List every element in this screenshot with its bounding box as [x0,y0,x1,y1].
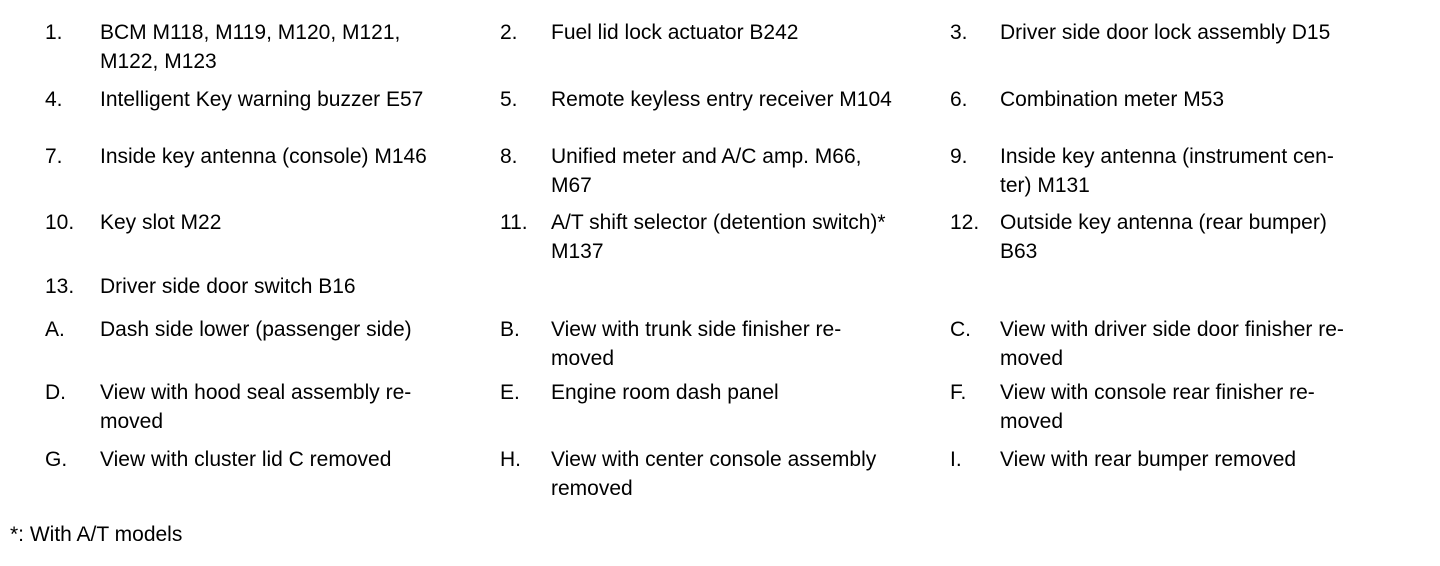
legend-item: 13. Driver side door switch B16 [45,272,500,301]
item-number: I. [950,448,962,471]
item-description: Unified meter and A/C amp. M66, M67 [551,145,862,197]
legend-row: G. View with cluster lid C removed H. Vi… [0,445,1440,503]
item-description: Engine room dash panel [551,381,779,404]
legend-item: I. View with rear bumper removed [950,445,1440,503]
item-description: View with console rear finisher re- move… [1000,381,1315,433]
legend-item: C. View with driver side door finisher r… [950,315,1440,373]
legend-item [950,272,1440,301]
legend-item: 4. Intelligent Key warning buzzer E57 [45,85,500,114]
legend-item: 3. Driver side door lock assembly D15 [950,18,1440,76]
item-description: A/T shift selector (detention switch)* M… [551,211,886,263]
item-number: D. [45,381,66,404]
item-number: 7. [45,145,63,168]
item-number: 13. [45,275,75,298]
item-number: A. [45,318,65,341]
item-number: F. [950,381,967,404]
item-description: View with hood seal assembly re- moved [100,381,412,433]
legend-item: 1. BCM M118, M119, M120, M121, M122, M12… [45,18,500,76]
item-number: C. [950,318,971,341]
legend-item: 8. Unified meter and A/C amp. M66, M67 [500,142,950,200]
item-description: Inside key antenna (instrument cen- ter)… [1000,145,1334,197]
legend-item: 5. Remote keyless entry receiver M104 [500,85,950,114]
item-description: View with rear bumper removed [1000,448,1297,471]
item-description: View with cluster lid C removed [100,448,392,471]
item-description: Key slot M22 [100,211,222,234]
legend-item: 9. Inside key antenna (instrument cen- t… [950,142,1440,200]
item-number [500,272,551,301]
item-description: View with trunk side finisher re- moved [551,318,842,370]
legend-row: 1. BCM M118, M119, M120, M121, M122, M12… [0,18,1440,76]
item-description: Driver side door lock assembly D15 [1000,21,1331,44]
legend-item: H. View with center console assembly rem… [500,445,950,503]
legend-item: 2. Fuel lid lock actuator B242 [500,18,950,76]
item-description: Fuel lid lock actuator B242 [551,21,799,44]
legend-item: 11. A/T shift selector (detention switch… [500,208,950,266]
legend-item: B. View with trunk side finisher re- mov… [500,315,950,373]
item-description: BCM M118, M119, M120, M121, M122, M123 [100,21,401,73]
legend-row: 4. Intelligent Key warning buzzer E57 5.… [0,85,1440,114]
item-description: Outside key antenna (rear bumper) B63 [1000,211,1327,263]
item-number: 3. [950,21,968,44]
footnote: *: With A/T models [10,523,183,546]
legend-item: 12. Outside key antenna (rear bumper) B6… [950,208,1440,266]
legend-item: F. View with console rear finisher re- m… [950,378,1440,436]
item-description: Remote keyless entry receiver M104 [551,88,892,111]
item-description: Driver side door switch B16 [100,275,356,298]
legend-row: 7. Inside key antenna (console) M146 8. … [0,142,1440,200]
item-description: View with center console assembly remove… [551,448,877,500]
item-description: Dash side lower (passenger side) [100,318,412,341]
item-number: G. [45,448,68,471]
item-description: Inside key antenna (console) M146 [100,145,427,168]
item-number: 8. [500,145,518,168]
item-number: 2. [500,21,518,44]
legend-row: 10. Key slot M22 11. A/T shift selector … [0,208,1440,266]
item-number: 1. [45,21,63,44]
legend-item: 6. Combination meter M53 [950,85,1440,114]
item-number: 9. [950,145,968,168]
legend-row: A. Dash side lower (passenger side) B. V… [0,315,1440,373]
legend-item: 10. Key slot M22 [45,208,500,266]
item-description: Combination meter M53 [1000,88,1225,111]
item-number: 10. [45,211,75,234]
legend-item: D. View with hood seal assembly re- move… [45,378,500,436]
item-number [950,272,1000,301]
item-number: 5. [500,88,518,111]
item-number: 12. [950,211,980,234]
item-number: 11. [500,211,528,234]
item-number: H. [500,448,521,471]
legend-item [500,272,950,301]
item-number: 4. [45,88,63,111]
legend-item: E. Engine room dash panel [500,378,950,436]
item-number: E. [500,381,520,404]
item-description: View with driver side door finisher re- … [1000,318,1344,370]
legend-item: 7. Inside key antenna (console) M146 [45,142,500,200]
item-number: B. [500,318,520,341]
legend-row: D. View with hood seal assembly re- move… [0,378,1440,436]
legend-row: 13. Driver side door switch B16 [0,272,1440,301]
item-number: 6. [950,88,968,111]
legend-item: G. View with cluster lid C removed [45,445,500,503]
item-description: Intelligent Key warning buzzer E57 [100,88,424,111]
legend-item: A. Dash side lower (passenger side) [45,315,500,373]
